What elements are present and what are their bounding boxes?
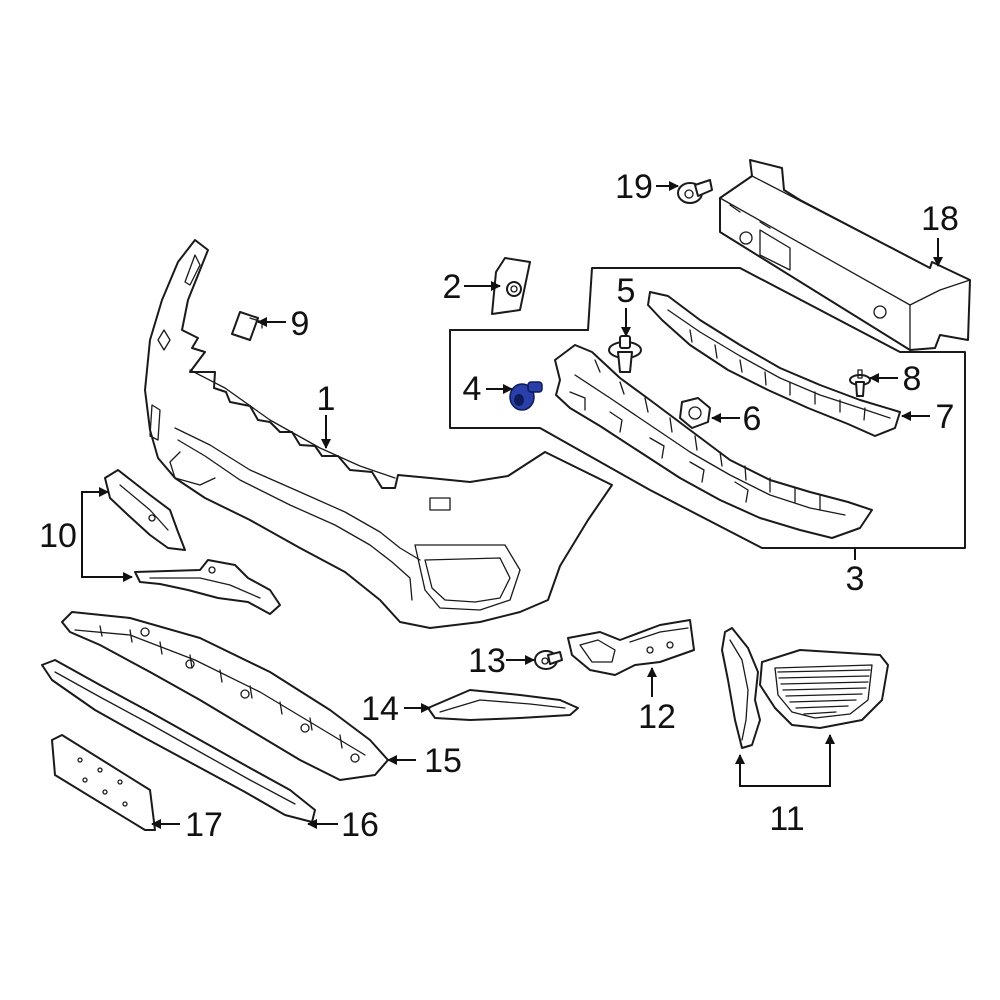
callout-17: 17 [185,806,223,844]
callout-19: 19 [615,168,653,206]
callout-12: 12 [638,698,676,736]
callout-15: 15 [424,742,462,780]
callout-8: 8 [903,360,922,398]
callout-13: 13 [468,642,506,680]
part-9-clip[interactable] [231,311,263,341]
part-2-tow-hook-cover[interactable] [491,257,531,315]
part-14-trim-molding[interactable] [427,689,579,721]
callout-7: 7 [936,398,955,436]
callout-1: 1 [317,380,336,418]
leader-lines [81,181,943,829]
part-4-screw-highlighted[interactable] [509,381,543,411]
part-19-bolt[interactable] [677,179,713,204]
part-16-lower-strip[interactable] [41,659,316,823]
callout-labels: 1 2 3 4 5 6 7 8 9 10 11 12 13 14 15 16 1… [39,168,959,844]
part-17-license-bracket[interactable] [51,734,156,831]
callout-9: 9 [291,305,310,343]
callout-16: 16 [341,806,379,844]
part-10-brackets[interactable] [104,469,281,615]
callout-10: 10 [39,517,77,555]
part-7-upper-bracket[interactable] [647,291,901,437]
callout-18: 18 [921,200,959,238]
callout-2: 2 [443,268,462,306]
callout-5: 5 [617,272,636,310]
part-6-nut[interactable] [679,397,711,429]
callout-6: 6 [743,400,762,438]
part-1-bumper-cover[interactable] [144,239,613,629]
part-3-energy-absorber[interactable] [554,344,873,539]
part-15-lower-panel[interactable] [61,611,389,781]
part-11-fog-bezel[interactable] [721,627,889,749]
part-18-reinforcement-beam[interactable] [719,159,971,351]
part-13-screw[interactable] [534,650,563,670]
callout-14: 14 [361,690,399,728]
part-12-bracket[interactable] [567,619,695,676]
part-5-push-pin[interactable] [608,335,642,373]
part-3-group-outline [449,267,966,549]
callout-3: 3 [846,560,865,598]
callout-11: 11 [769,800,804,838]
callout-4: 4 [463,370,482,408]
part-8-clip[interactable] [849,369,871,397]
